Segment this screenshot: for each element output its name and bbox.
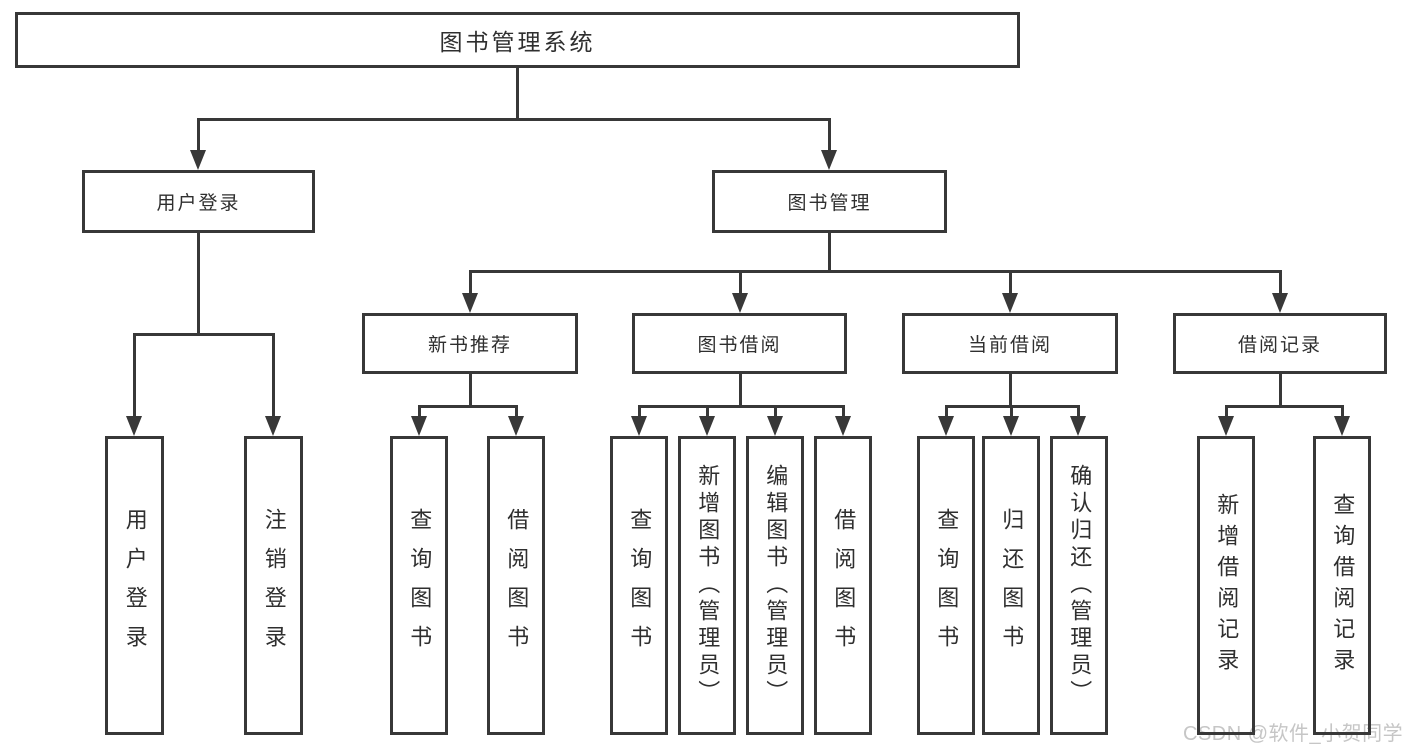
node-label: 确认归还（管理员） — [1067, 464, 1093, 707]
edge-book-borrowing-rail — [638, 405, 844, 408]
node-label: 注销登录 — [261, 507, 287, 664]
edge-drop — [515, 405, 518, 418]
node-label: 新书推荐 — [427, 335, 512, 356]
node-borrowing-records: 借阅记录 — [1173, 313, 1387, 374]
node-book-borrowing: 图书借阅 — [632, 313, 847, 374]
node-label: 编辑图书（管理员） — [763, 464, 789, 707]
node-label: 查询图书 — [934, 507, 960, 664]
csdn-watermark: CSDN @软件_小贺同学 — [1183, 723, 1404, 745]
node-book-management: 图书管理 — [712, 170, 947, 233]
node-label: 图书管理系统 — [439, 29, 596, 55]
edge-drop — [706, 405, 709, 418]
edge-book-management-stem — [828, 233, 831, 273]
arrow-down-icon — [265, 416, 281, 436]
arrow-down-icon — [411, 416, 427, 436]
arrow-down-icon — [631, 416, 647, 436]
node-label: 借阅图书 — [504, 507, 530, 664]
edge-drop — [638, 405, 641, 418]
edge-drop — [774, 405, 777, 418]
node-new-book-recommendation: 新书推荐 — [362, 313, 578, 374]
node-label: 用户登录 — [156, 193, 241, 214]
edge-current-borrowing-stem — [1009, 374, 1012, 408]
node-label: 当前借阅 — [967, 335, 1052, 356]
arrow-down-icon — [508, 416, 524, 436]
node-label: 用户登录 — [122, 507, 148, 664]
arrow-down-icon — [835, 416, 851, 436]
node-label: 新增借阅记录 — [1214, 492, 1240, 679]
node-label: 归还图书 — [999, 507, 1025, 664]
arrow-down-icon — [1002, 293, 1018, 313]
node-label: 图书借阅 — [697, 335, 782, 356]
edge-new-book-stem — [469, 374, 472, 408]
edge-drop — [1341, 405, 1344, 418]
edge-drop — [1225, 405, 1228, 418]
edge-user-login-stem — [197, 233, 200, 336]
arrow-down-icon — [1272, 293, 1288, 313]
leaf-user-login: 用户登录 — [105, 436, 164, 735]
edge-drop-leaf-user-login — [133, 333, 136, 417]
arrow-down-icon — [1218, 416, 1234, 436]
edge-drop — [1077, 405, 1080, 418]
leaf-add-book-admin: 新增图书（管理员） — [678, 436, 736, 735]
edge-root-drop-user-login — [197, 118, 200, 152]
edge-borrowing-records-stem — [1279, 374, 1282, 408]
node-label: 查询图书 — [627, 507, 653, 664]
arrow-down-icon — [1070, 416, 1086, 436]
leaf-borrow-books: 借阅图书 — [814, 436, 872, 735]
edge-root-rail — [197, 118, 831, 121]
node-label: 借阅记录 — [1237, 335, 1322, 356]
edge-root-stem — [516, 68, 519, 120]
node-label: 新增图书（管理员） — [695, 464, 721, 707]
edge-drop-current-borrowing — [1009, 270, 1012, 295]
leaf-query-books-current: 查询图书 — [917, 436, 975, 735]
node-label: 图书管理 — [787, 193, 872, 214]
leaf-borrow-books-recommend: 借阅图书 — [487, 436, 545, 735]
leaf-add-borrow-record: 新增借阅记录 — [1197, 436, 1255, 735]
edge-borrowing-records-rail — [1225, 405, 1343, 408]
node-label: 查询借阅记录 — [1330, 492, 1356, 679]
edge-drop-new-book-recommendation — [469, 270, 472, 295]
arrow-down-icon — [732, 293, 748, 313]
edge-drop — [418, 405, 421, 418]
leaf-query-books-recommend: 查询图书 — [390, 436, 448, 735]
edge-drop-borrowing-records — [1279, 270, 1282, 295]
leaf-query-books-borrowing: 查询图书 — [610, 436, 668, 735]
node-user-login: 用户登录 — [82, 170, 315, 233]
node-library-management-system: 图书管理系统 — [15, 12, 1020, 68]
edge-drop — [945, 405, 948, 418]
edge-new-book-rail — [418, 405, 517, 408]
edge-book-management-rail — [469, 270, 1281, 273]
leaf-logout-login: 注销登录 — [244, 436, 303, 735]
arrow-down-icon — [938, 416, 954, 436]
edge-user-login-rail — [133, 333, 274, 336]
arrow-down-icon — [821, 150, 837, 170]
arrow-down-icon — [767, 416, 783, 436]
node-label: 查询图书 — [407, 507, 433, 664]
arrow-down-icon — [699, 416, 715, 436]
arrow-down-icon — [190, 150, 206, 170]
edge-drop-leaf-logout — [272, 333, 275, 417]
leaf-return-books: 归还图书 — [982, 436, 1040, 735]
leaf-query-borrow-record: 查询借阅记录 — [1313, 436, 1371, 735]
edge-drop — [842, 405, 845, 418]
leaf-edit-book-admin: 编辑图书（管理员） — [746, 436, 804, 735]
arrow-down-icon — [462, 293, 478, 313]
edge-drop — [1010, 405, 1013, 418]
node-current-borrowing: 当前借阅 — [902, 313, 1118, 374]
edge-drop-book-borrowing — [739, 270, 742, 295]
edge-book-borrowing-stem — [739, 374, 742, 408]
leaf-confirm-return-admin: 确认归还（管理员） — [1050, 436, 1108, 735]
arrow-down-icon — [1334, 416, 1350, 436]
node-label: 借阅图书 — [831, 507, 857, 664]
arrow-down-icon — [1003, 416, 1019, 436]
arrow-down-icon — [126, 416, 142, 436]
edge-root-drop-book-management — [828, 118, 831, 152]
